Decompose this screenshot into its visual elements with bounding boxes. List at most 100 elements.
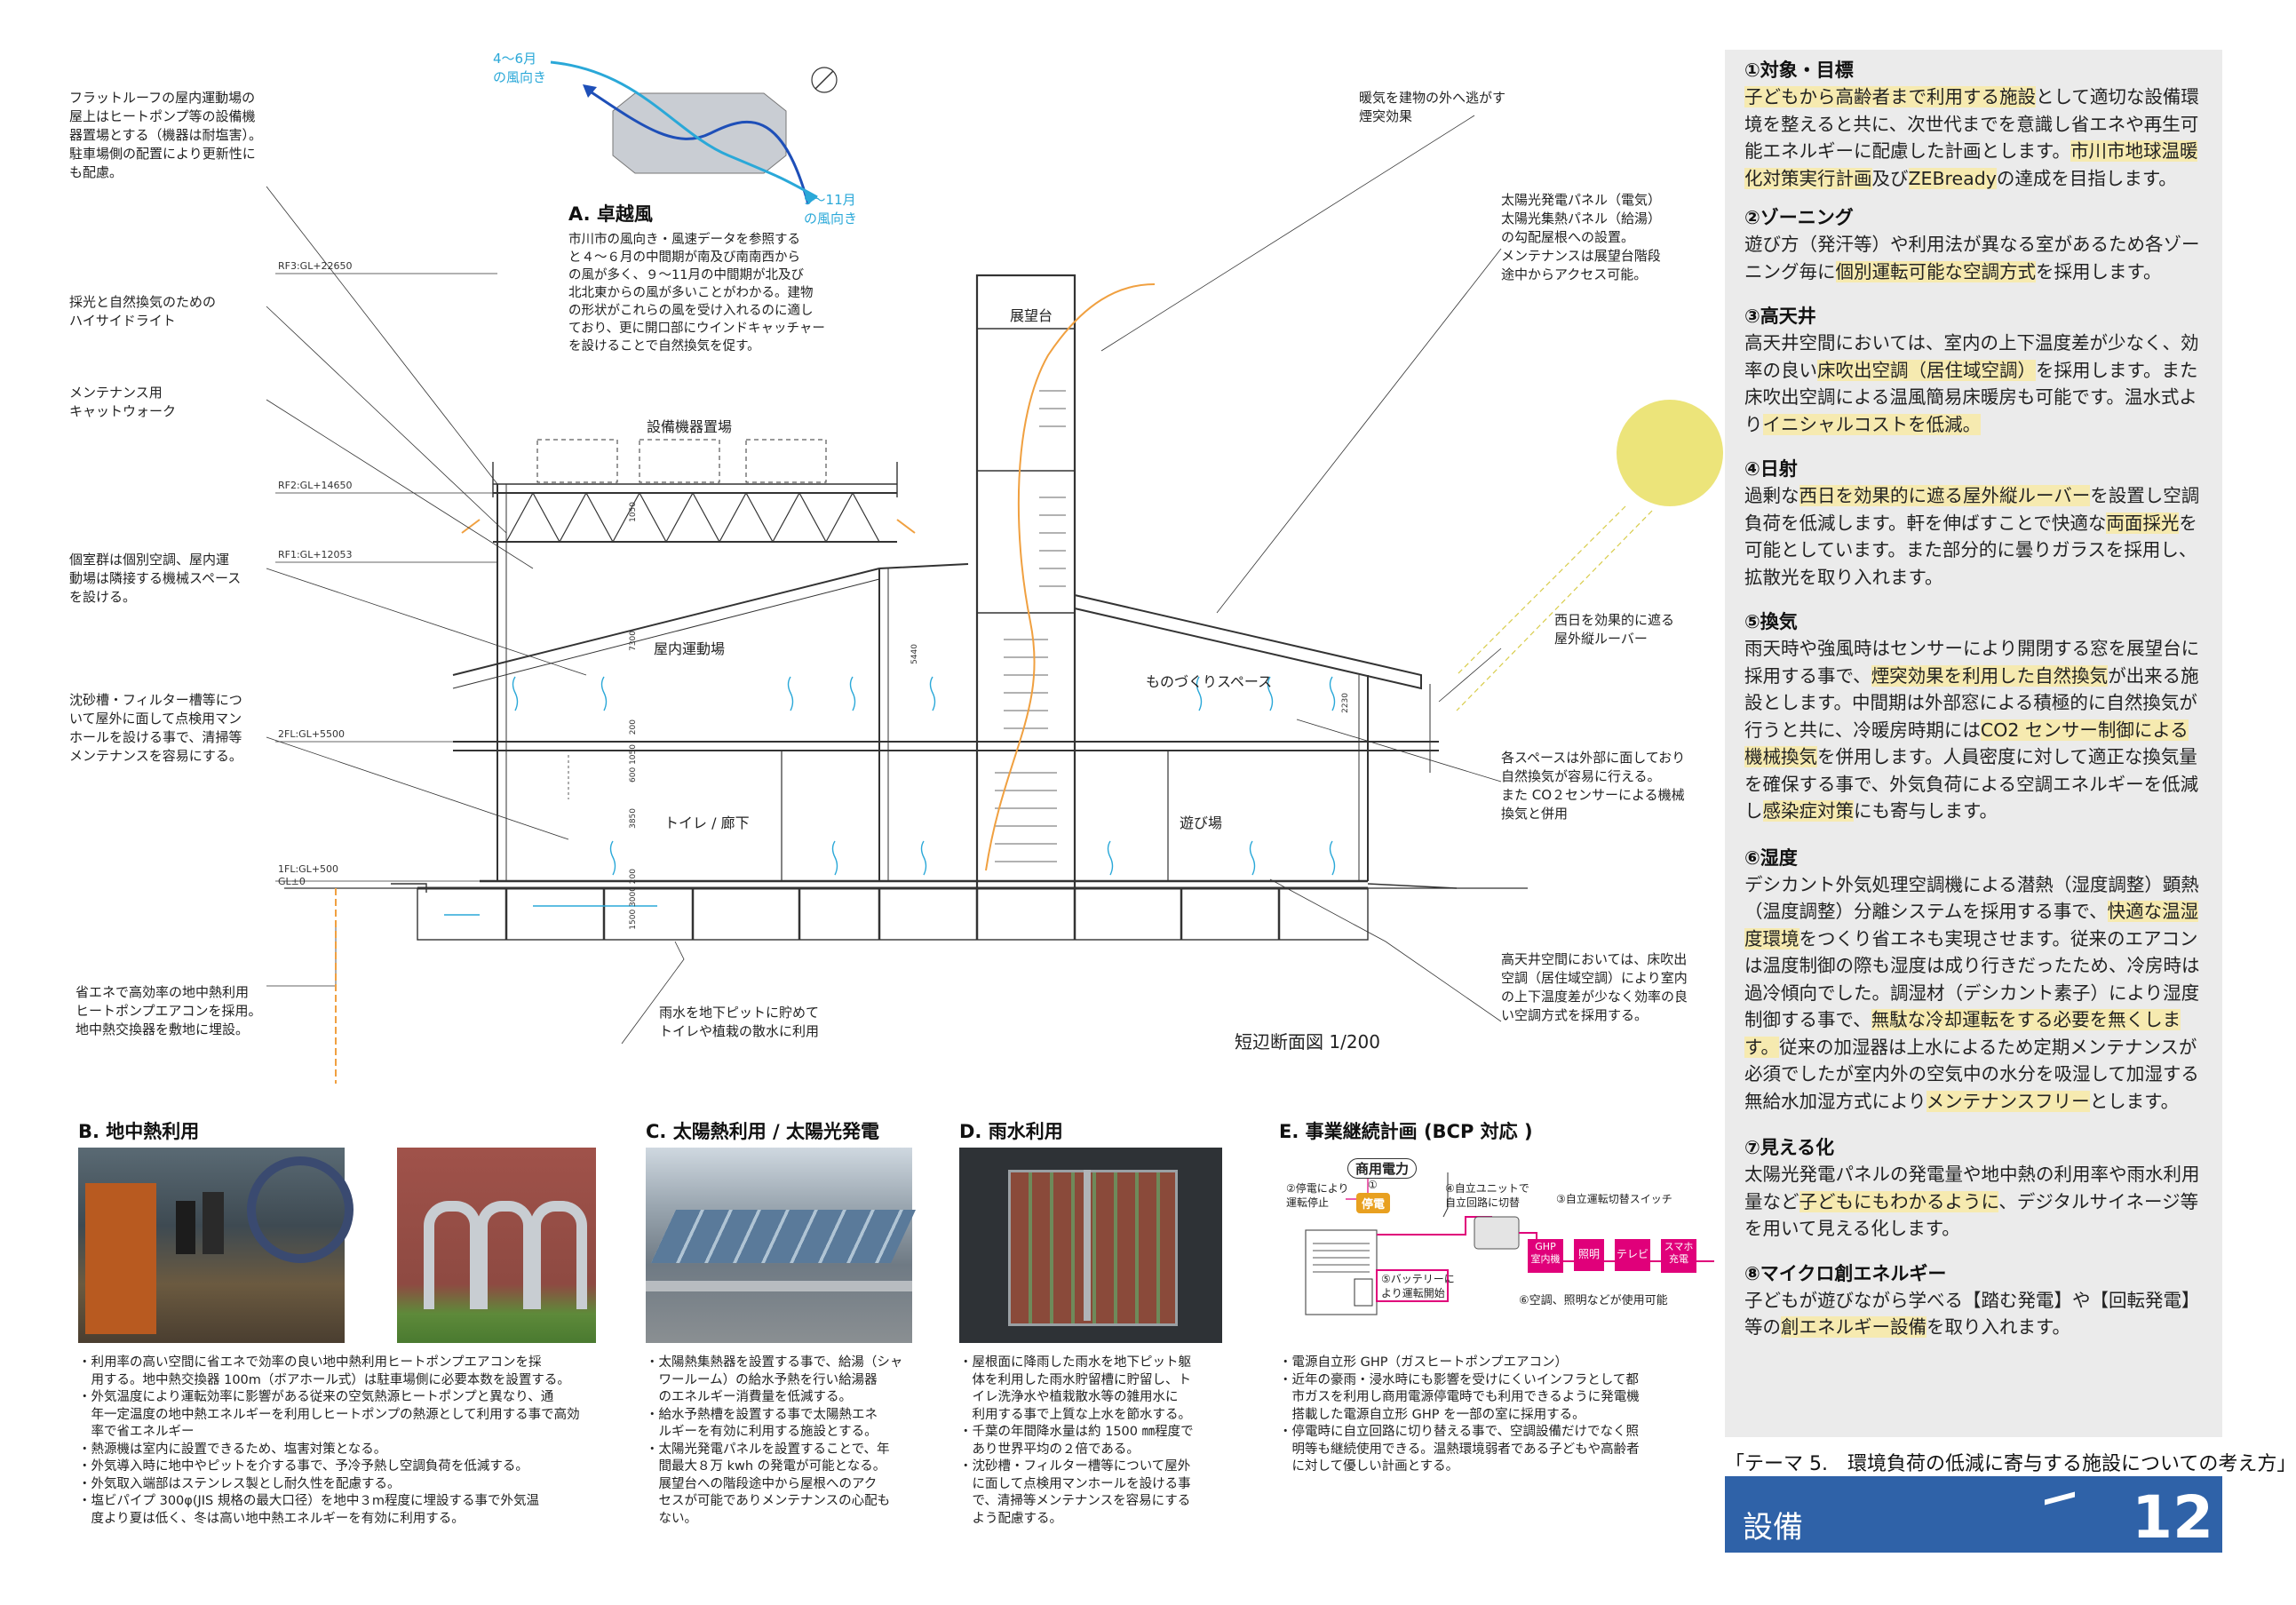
highlighted-text: 西日を効果的に遮る屋外縦ルーバー xyxy=(1799,485,2091,506)
concept-panel: ①対象・目標子どもから高齢者まで利用する施設として適切な設備環境を整えると共に、… xyxy=(1725,50,2222,1437)
annotation-roof-equipment: フラットルーフの屋内運動場の 屋上はヒートポンプ等の設備機 器置場とする（機器は… xyxy=(69,90,263,180)
body-text: の達成を目指します。 xyxy=(1996,167,2177,189)
annotation-stack-effect: 暖気を建物の外へ逃がす 煙突効果 xyxy=(1359,90,1506,124)
concept-item: ⑧マイクロ創エネルギー子どもが遊びながら学べる【踏む発電】や【回転発電】等の創エ… xyxy=(1744,1260,2206,1341)
level-2fl: 2FL:GL+5500 xyxy=(278,728,346,740)
bcp-box-light: 照明 xyxy=(1574,1239,1604,1271)
dim-5440: 5440 xyxy=(910,644,919,664)
room-craft: ものづくりスペース xyxy=(1146,673,1273,690)
bcp-step3: ③自立運転切替スイッチ xyxy=(1556,1193,1672,1205)
concept-item: ④日射過剰な西日を効果的に遮る屋外縦ルーバーを設置し空調負荷を低減します。軒を伸… xyxy=(1744,456,2206,591)
highlighted-text: 創エネルギー設備 xyxy=(1781,1316,1927,1338)
body-text: 従来の加湿器は上水によるため定期メンテナンスが必須でしたが室内外の空気中の水分を… xyxy=(1744,1036,2199,1112)
dim-pit: 1500 3000 200 xyxy=(629,869,638,930)
section-b-text: ・利用率の高い空間に省エネで効率の良い地中熱利用ヒートポンプエアコンを採 用する… xyxy=(78,1355,580,1526)
bcp-box-phone: スマホ 充電 xyxy=(1661,1239,1696,1273)
dim-1050: 1050 xyxy=(629,502,638,522)
body-text: 及び xyxy=(1871,167,1909,189)
footer-bar: 設備 12 xyxy=(1725,1476,2222,1553)
body-text: 太陽光発電パネルの発電量や地中熱の利用率や雨水利用量など xyxy=(1744,1164,2200,1212)
body-text: として適切な設備環境を整えると共に、次世代まで xyxy=(1744,86,2199,135)
room-equipment: 設備機器置場 xyxy=(647,418,733,435)
bcp-step4: ④自立ユニットで 自立回路に切替 xyxy=(1445,1182,1529,1209)
geothermal-drilling-photo xyxy=(78,1148,354,1343)
concept-item: ⑥湿度デシカント外気処理空調機による潜熱（湿度調整）顕熱（温度調整）分離システム… xyxy=(1744,845,2206,1116)
room-toilet: トイレ / 廊下 xyxy=(664,814,750,831)
section-d-text: ・屋根面に降雨した雨水を地下ピット躯 体を利用した雨水貯留槽に貯留し、ト イレ洗… xyxy=(959,1355,1194,1526)
theme-caption: 「テーマ 5. 環境負荷の低減に寄与する施設についての考え方」 xyxy=(1725,1453,2296,1475)
body-text: デシカント外気処理空調機による潜熱（湿度調整）顕熱（温度調整）分離システムを採用… xyxy=(1744,873,2199,923)
level-rf3: RF3:GL+22650 xyxy=(278,260,353,272)
room-play: 遊び場 xyxy=(1180,814,1223,831)
concept-item: ③高天井高天井空間においては、室内の上下温度差が少なく、効率の良い床吹出空調（居… xyxy=(1744,303,2206,438)
concept-item: ②ゾーニング遊び方（発汗等）や利用法が異なる室があるため各ゾーニング毎に個別運転… xyxy=(1744,204,2206,285)
concept-heading: ⑤換気 xyxy=(1744,611,1798,632)
level-gl: GL±0 xyxy=(278,876,306,887)
annotation-catwalk: メンテナンス用 キャットウォーク xyxy=(69,385,177,419)
room-observatory: 展望台 xyxy=(1010,307,1053,324)
concept-body: 過剰な西日を効果的に遮る屋外縦ルーバーを設置し空調負荷を低減します。軒を伸ばすこ… xyxy=(1744,482,2206,591)
body-text: が出来る施設とします。中間期は外部窓による積極的に自然換気が行うと共に、冷暖房時… xyxy=(1744,664,2199,741)
body-text: とします。 xyxy=(2089,1090,2180,1112)
wind-spring-label: 4～6月 の風向き xyxy=(493,51,547,85)
bcp-commercial: 商用電力 xyxy=(1347,1158,1418,1179)
dim-7300: 7300 xyxy=(629,631,638,651)
bcp-box-tv: テレビ xyxy=(1615,1239,1650,1271)
solar-panels-photo xyxy=(646,1148,916,1343)
wind-autumn-label: 9～11月 の風向き xyxy=(804,192,858,226)
annotation-natural-vent: 各スペースは外部に面しており 自然換気が容易に行える。 また CO２センサーによ… xyxy=(1501,750,1686,822)
body-text: をつくり省エネも実現させます。従来のエアコンは温度制御の際も湿度は成り行きだった… xyxy=(1744,927,2200,1031)
room-gym: 屋内運動場 xyxy=(654,640,726,657)
annotation-high-ceiling: 高天井空間においては、床吹出 空調（居住域空調）により室内 の上下温度差が少なく… xyxy=(1501,951,1688,1023)
concept-item: ①対象・目標子どもから高齢者まで利用する施設として適切な設備環境を整えると共に、… xyxy=(1744,57,2206,192)
footer-title: 設備 xyxy=(1743,1510,1803,1545)
body-text: 雨天時や強風時はセンサーにより開閉する窓を展望台に採用する事で、 xyxy=(1744,638,2200,687)
annotation-rainwater: 雨水を地下ピットに貯めて トイレや植栽の散水に利用 xyxy=(659,1005,820,1039)
body-text: を可能としています。また部分的に曇りガラスを採用し、拡散光を取り入れます。 xyxy=(1744,512,2197,588)
section-c-heading: C. 太陽熱利用 / 太陽光発電 xyxy=(646,1121,879,1142)
annotation-solar-panels: 太陽光発電パネル（電気） 太陽光集熱パネル（給湯） の勾配屋根への設置。 メンテ… xyxy=(1501,192,1662,282)
annotation-geothermal: 省エネで高効率の地中熱利用 ヒートポンプエアコンを採用。 地中熱交換器を敷地に埋… xyxy=(75,984,262,1037)
page-number: 12 xyxy=(2132,1483,2213,1552)
highlighted-text: 感染症対策 xyxy=(1762,800,1854,822)
concept-body: デシカント外気処理空調機による潜熱（湿度調整）顕熱（温度調整）分離システムを採用… xyxy=(1744,871,2206,1116)
highlighted-text: 床吹出空調（居住域空調） xyxy=(1817,359,2036,381)
body-text: を採用します。また床吹出空調による温風簡易床暖房も可能です。温水式より xyxy=(1744,359,2198,435)
highlighted-text: 子どもから高齢者まで利用する施設 xyxy=(1744,86,2036,107)
bcp-outage-badge: 停電 xyxy=(1356,1193,1391,1213)
concept-heading: ①対象・目標 xyxy=(1744,60,1854,81)
body-text: を意識し省エネや再生可能エネルギーに配慮した計画とします。 xyxy=(1744,113,2199,163)
section-e-heading: E. 事業継続計画 (BCP 対応 ) xyxy=(1279,1121,1533,1142)
concept-body: 子どもが遊びながら学べる【踏む発電】や【回転発電】等の創エネルギー設備を取り入れ… xyxy=(1744,1287,2206,1341)
bcp-box-ghp: GHP 室内機 xyxy=(1528,1239,1563,1273)
level-rf2: RF2:GL+14650 xyxy=(278,480,353,491)
annotation-sand-tank: 沈砂槽・フィルター槽等につ いて屋外に面して点検用マン ホールを設ける事で、清掃… xyxy=(69,692,242,764)
highlighted-text: 個別運転可能な空調方式 xyxy=(1835,260,2036,282)
section-b-heading: B. 地中熱利用 xyxy=(78,1121,200,1142)
level-1fl: 1FL:GL+500 xyxy=(278,863,339,875)
concept-heading: ⑦見える化 xyxy=(1744,1137,1835,1158)
body-text: 、デジタルサイネージ等を用いて見える化します。 xyxy=(1744,1190,2199,1240)
dim-3850: 3850 xyxy=(629,808,638,829)
concept-body: 遊び方（発汗等）や利用法が異なる室があるため各ゾーニング毎に個別運転可能な空調方… xyxy=(1744,231,2206,285)
wind-body: 市川市の風向き・風速データを参照する と４～６月の中間期が南及び南南西から の風… xyxy=(568,233,825,354)
body-text: を併用します。人員密度に対して適正な換気量を確保する事で、外気負荷による空調エネ… xyxy=(1744,746,2199,822)
body-text: 子どもが遊びながら学べる【踏む発電】や【回転発電】等の xyxy=(1744,1289,2200,1339)
body-text: を設置し空調負荷を低減します。軒を伸ばすことで快適な xyxy=(1744,485,2200,534)
concept-heading: ②ゾーニング xyxy=(1744,207,1854,228)
section-e-text: ・電源自立形 GHP（ガスヒートポンプエアコン） ・近年の豪雨・浸水時にも影響を… xyxy=(1279,1355,1640,1474)
annotation-machine-space: 個室群は個別空調、屋内運 動場は隣接する機械スペース を設ける。 xyxy=(69,552,242,605)
bcp-diagram xyxy=(1305,1172,1714,1315)
highlighted-text: メンテナンスフリー xyxy=(1926,1090,2090,1112)
section-d-heading: D. 雨水利用 xyxy=(959,1121,1063,1142)
body-text: 遊び方（発汗等）や利用法が異なる室があるため各ゾーニング毎に xyxy=(1744,234,2200,282)
body-text: を採用します。 xyxy=(2036,260,2162,282)
dim-600-1050: 600 1050 xyxy=(629,744,638,783)
concept-item: ⑦見える化太陽光発電パネルの発電量や地中熱の利用率や雨水利用量など子どもにもわか… xyxy=(1744,1134,2206,1243)
bcp-step6: ⑥空調、照明などが使用可能 xyxy=(1519,1294,1668,1307)
intake-pipes-photo xyxy=(397,1148,596,1343)
highlighted-text: イニシャルコストを低減。 xyxy=(1762,413,1982,435)
highlighted-text: 両面採光 xyxy=(2106,512,2180,534)
concept-body: 太陽光発電パネルの発電量や地中熱の利用率や雨水利用量など子どもにもわかるように、… xyxy=(1744,1161,2206,1243)
section-drawing xyxy=(266,60,1723,1084)
